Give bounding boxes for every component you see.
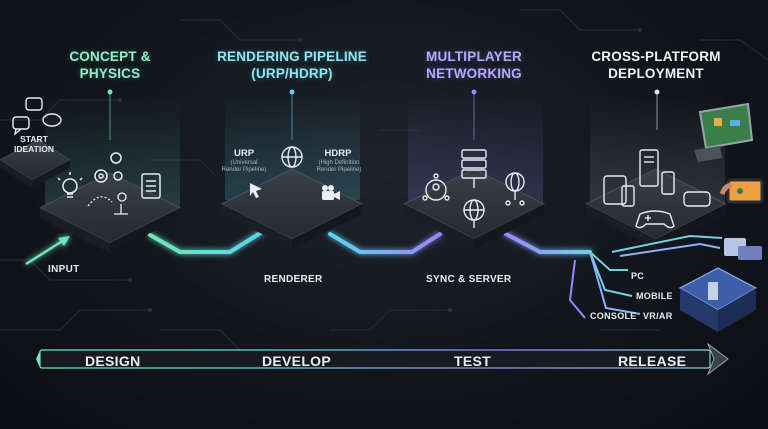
target-vrar-label: VR/AR — [643, 311, 673, 321]
tablet-icon — [603, 175, 627, 205]
console-illustration — [724, 238, 762, 260]
cloud-globe-icon — [505, 172, 525, 206]
mobile-game-illustration — [719, 178, 764, 204]
tv-game-illustration — [694, 102, 754, 162]
urp-title: URP — [233, 148, 255, 159]
hdrp-title: HDRP — [324, 148, 352, 159]
globe-icon — [281, 146, 303, 168]
server-icon — [461, 149, 487, 188]
pointer-icon — [250, 183, 262, 198]
flow-render-to-network — [328, 232, 442, 254]
sync-server-label: SYNC & SERVER — [426, 274, 512, 285]
phase-release: RELEASE — [618, 353, 687, 369]
target-branches — [568, 234, 723, 319]
camera-icon — [322, 185, 340, 200]
title-connectors — [107, 89, 660, 140]
stage-title-concept: CONCEPT &PHYSICS — [69, 49, 151, 81]
flow-network-to-deploy — [504, 232, 592, 254]
gears-icon — [94, 152, 123, 183]
timeline-arrow — [36, 342, 729, 376]
world-globe-icon — [463, 199, 485, 228]
phase-develop: DEVELOP — [262, 353, 332, 369]
vr-scene-illustration — [678, 267, 758, 332]
input-label: INPUT — [48, 264, 80, 275]
renderer-label: RENDERER — [264, 274, 323, 285]
chat-bubbles-icon — [12, 97, 62, 136]
stage-title-rendering: RENDERING PIPELINE(URP/HDRP) — [217, 49, 367, 81]
vr-headset-icon — [683, 191, 711, 207]
physics-trajectory-icon — [87, 192, 128, 215]
gamepad-icon — [635, 210, 675, 229]
phase-design: DESIGN — [85, 353, 141, 369]
user-network-icon — [422, 173, 450, 201]
target-pc-label: PC — [631, 271, 645, 281]
notebook-icon — [141, 173, 161, 199]
deployment-platform — [584, 168, 728, 249]
start-ideation-platform — [0, 139, 72, 188]
lightbulb-icon — [57, 172, 83, 198]
target-mobile-label: MOBILE — [636, 291, 673, 301]
phone-icon — [621, 171, 675, 207]
target-console-label: CONSOLE — [590, 311, 637, 321]
input-arrow — [25, 236, 70, 266]
desktop-tower-icon — [639, 149, 659, 187]
flow-concept-to-render — [148, 230, 264, 254]
phase-test: TEST — [454, 353, 491, 369]
